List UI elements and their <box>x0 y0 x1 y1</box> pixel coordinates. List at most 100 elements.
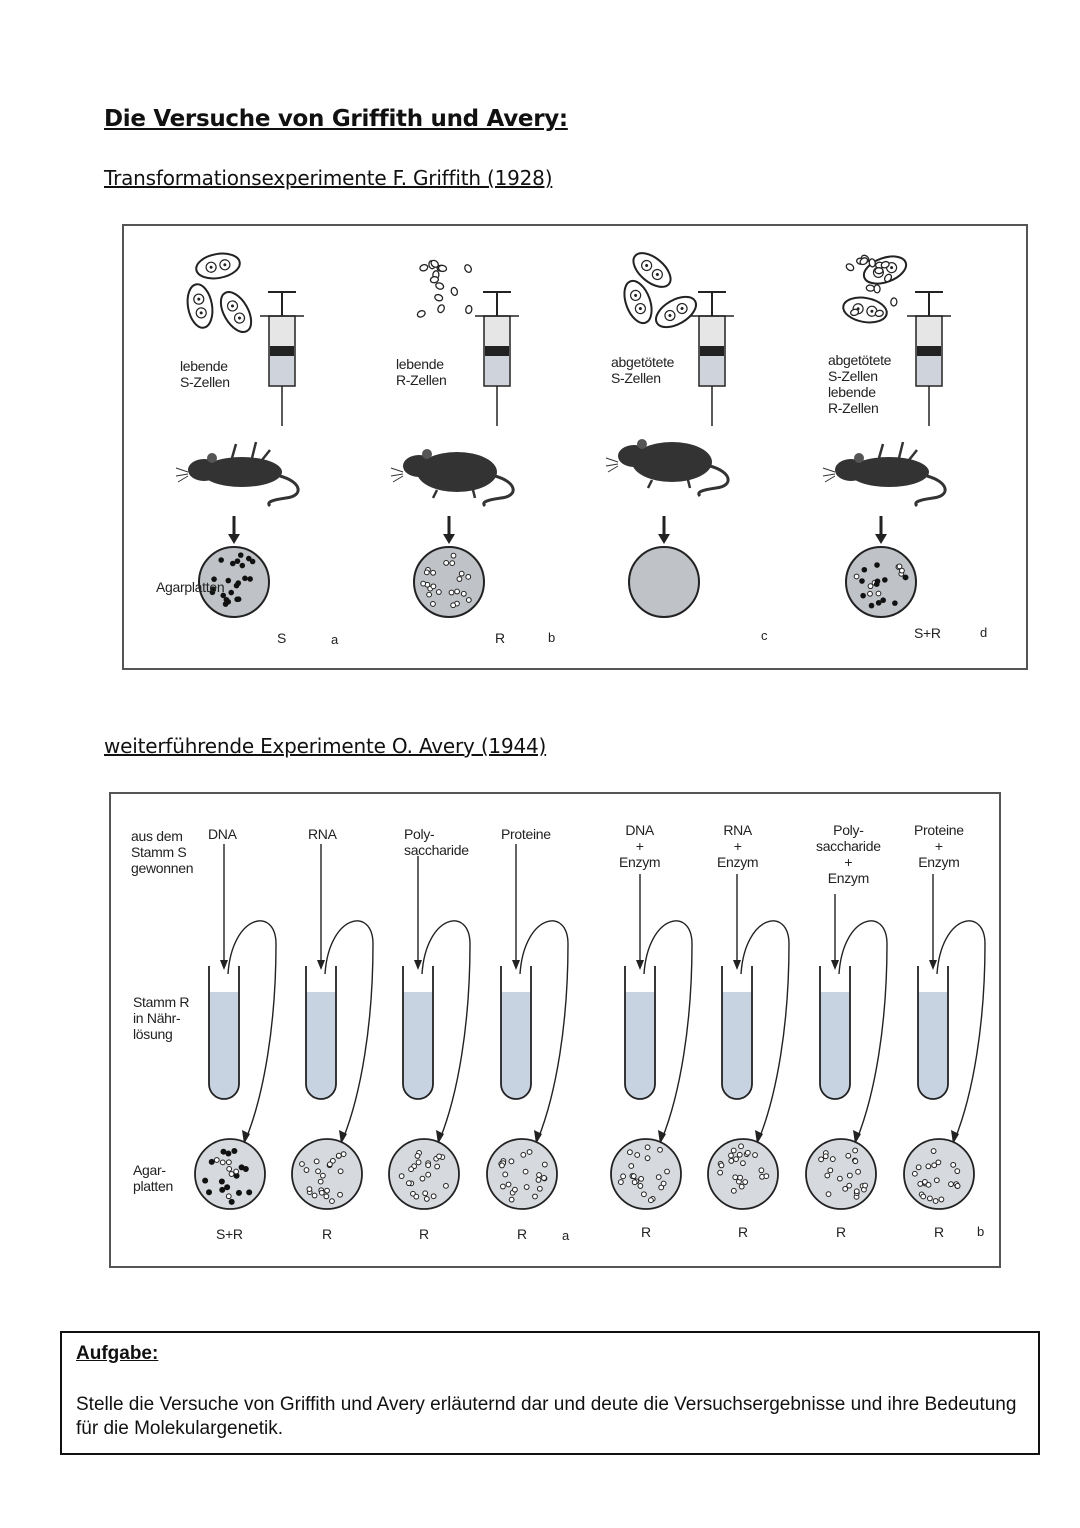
r-colony <box>219 1159 226 1166</box>
r-colony <box>917 1181 924 1187</box>
s-colony <box>237 552 244 558</box>
r-colony <box>508 1196 515 1203</box>
s-colony <box>242 575 248 582</box>
r-colony <box>818 1156 825 1163</box>
plate-result: R <box>641 1224 651 1240</box>
r-colony <box>454 588 460 595</box>
syringe-plunger <box>700 346 724 356</box>
arrow-head <box>436 1130 444 1144</box>
r-colony <box>340 1151 347 1158</box>
r-colony <box>634 1152 641 1158</box>
exp-a-letter: a <box>331 632 338 647</box>
tube-label: Poly-saccharide <box>404 826 469 858</box>
avery-column <box>194 844 277 1210</box>
agar-plate <box>805 1138 877 1210</box>
griffith-heading: Transformationsexperimente F. Griffith (… <box>104 166 553 190</box>
r-colony <box>738 1183 745 1190</box>
r-colony <box>465 573 472 580</box>
r-cell <box>868 258 876 268</box>
r-colony <box>742 1179 749 1185</box>
tube-fluid <box>918 992 948 1099</box>
r-colony <box>855 1168 861 1175</box>
r-colony <box>763 1173 770 1179</box>
plate-result: R <box>738 1224 748 1240</box>
test-tube <box>721 966 753 1100</box>
r-colony <box>434 1163 441 1170</box>
s-cell-capsule <box>219 291 253 333</box>
r-colony <box>420 580 427 587</box>
r-colony <box>419 1175 426 1182</box>
plate-result: R <box>836 1224 846 1240</box>
r-colony <box>875 590 882 597</box>
r-cell <box>859 257 869 266</box>
arrow-head <box>875 534 887 544</box>
tube-fluid <box>820 992 850 1099</box>
r-colony <box>450 552 457 559</box>
r-cell <box>434 293 444 302</box>
tube-label: DNA+Enzym <box>619 822 661 870</box>
r-colony <box>317 1178 324 1185</box>
r-colony <box>536 1172 542 1178</box>
test-tube <box>917 966 949 1100</box>
capsule-outline <box>623 279 653 325</box>
r-colony <box>436 1153 442 1160</box>
r-colony <box>520 1151 527 1158</box>
r-colony <box>932 1198 939 1204</box>
r-colony <box>825 1191 832 1198</box>
r-colony <box>430 583 437 590</box>
s-colony <box>892 600 898 606</box>
griffith-column <box>822 254 951 618</box>
r-colony <box>930 1148 937 1154</box>
r-cell <box>874 309 884 318</box>
r-colony <box>920 1193 927 1200</box>
exp-d-letter: d <box>980 625 987 640</box>
arrow-head <box>831 960 839 970</box>
r-colony <box>829 1156 836 1162</box>
r-colony <box>638 1175 645 1182</box>
mouse-whiskers <box>822 467 836 483</box>
cell-dot <box>238 316 241 320</box>
s-colony <box>235 1189 242 1196</box>
r-colony <box>536 1185 543 1192</box>
r-colony <box>644 1155 651 1162</box>
tube-label: DNA <box>208 826 237 842</box>
plate-result: R <box>934 1224 944 1240</box>
r-colony <box>430 569 437 576</box>
tube-label: Proteine+Enzym <box>914 822 964 870</box>
mouse-tail <box>914 474 947 508</box>
r-colony <box>641 1191 647 1198</box>
r-colony <box>522 1168 529 1175</box>
r-colony <box>335 1152 342 1159</box>
r-colony <box>827 1167 834 1174</box>
agar-plate <box>707 1138 779 1210</box>
r-colony <box>950 1161 957 1168</box>
capsule-outline <box>219 291 253 333</box>
arrow-head <box>228 534 240 544</box>
capsule-outline <box>655 295 697 329</box>
capsule-outline <box>186 283 214 329</box>
r-colony <box>303 1167 310 1173</box>
s-colony <box>239 562 246 569</box>
task-title: Aufgabe: <box>76 1343 159 1364</box>
s-cell-capsule <box>632 252 672 288</box>
r-colony <box>306 1186 313 1192</box>
r-colony <box>225 1159 232 1166</box>
mouse-ear <box>854 453 864 463</box>
s-colony <box>234 558 241 564</box>
tube-label: RNA+Enzym <box>717 822 759 870</box>
arrow-head <box>512 960 520 970</box>
mouse-head <box>618 445 650 467</box>
mouse-body <box>849 457 929 487</box>
plate-b-result: R <box>495 630 505 646</box>
r-colony <box>213 1157 220 1163</box>
r-colony <box>948 1181 954 1188</box>
s-colony <box>860 592 866 599</box>
r-colony <box>620 1173 627 1180</box>
cell-dot <box>209 265 213 269</box>
mouse-body <box>202 457 282 487</box>
r-colony <box>398 1173 405 1180</box>
cell-dot <box>668 314 672 317</box>
r-colony <box>324 1187 330 1194</box>
